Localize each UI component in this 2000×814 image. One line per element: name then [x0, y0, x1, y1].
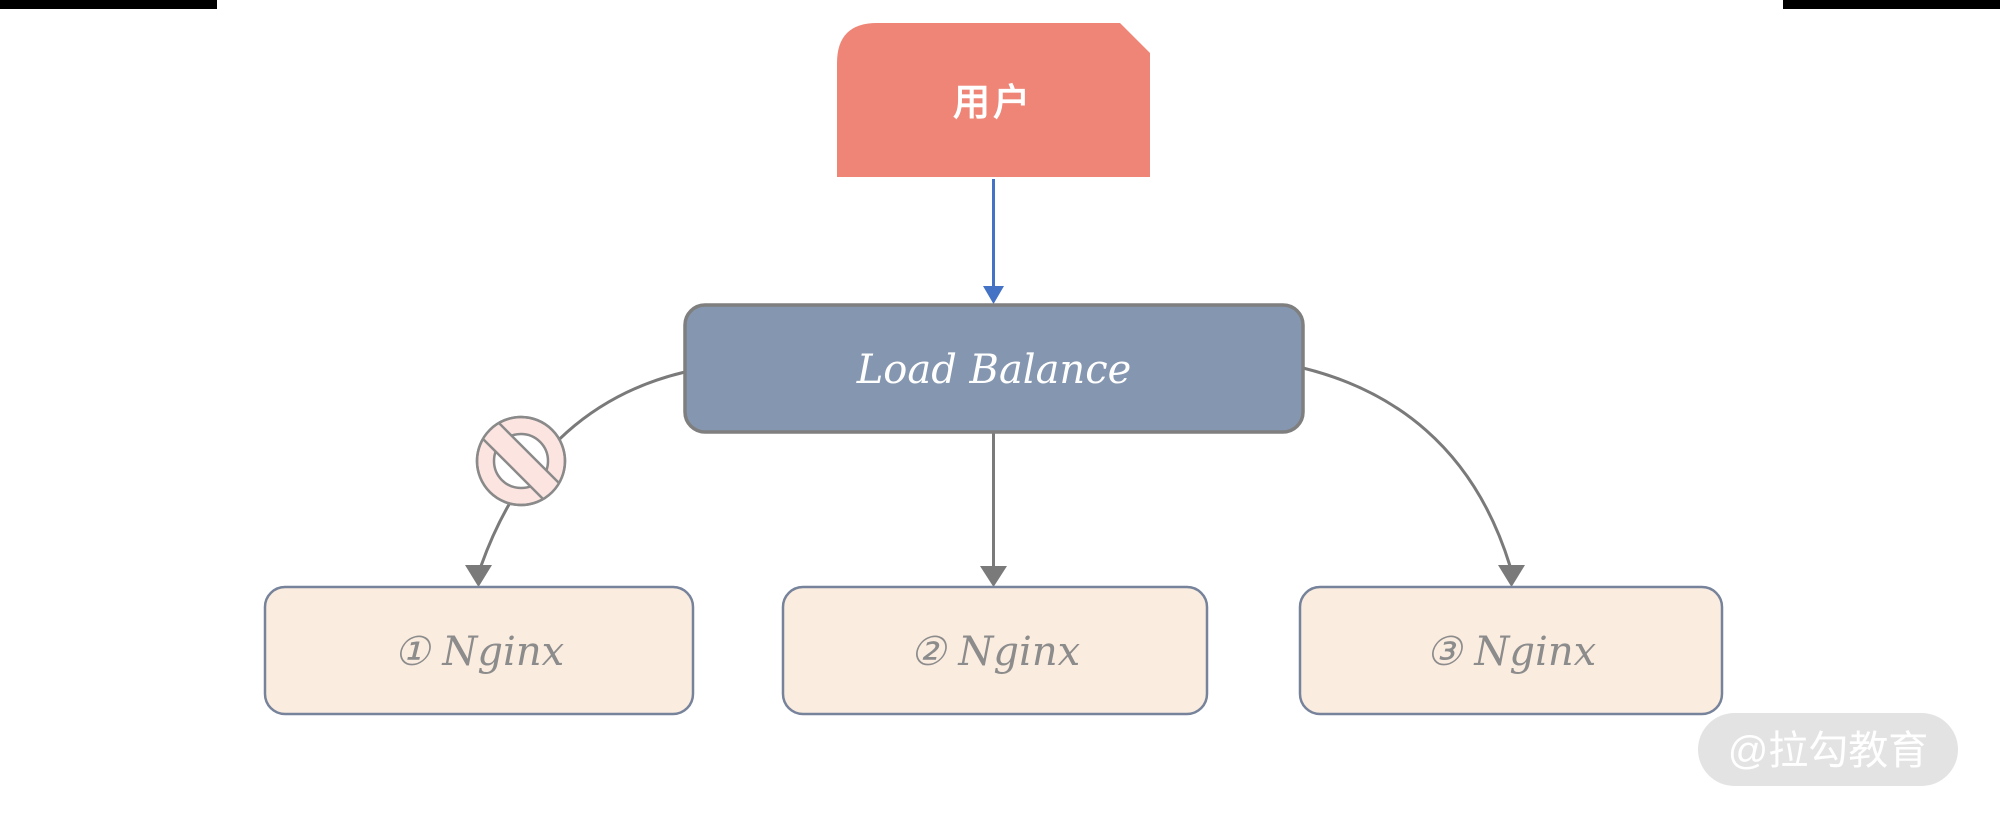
top-left-bar — [0, 0, 217, 9]
node-load-balance: Load Balance — [683, 303, 1305, 434]
prohibition-slash — [480, 420, 562, 502]
edge-curve — [1302, 366, 1512, 567]
nginx3-node-label: ③ Nginx — [1426, 629, 1596, 675]
nginx3-node-shape — [1298, 585, 1724, 716]
edge-user-to-loadbalance — [983, 179, 1004, 304]
watermark: @拉勾教育 — [1698, 713, 1958, 786]
arrowhead-icon — [1498, 565, 1525, 587]
user-node-shape — [837, 23, 1150, 177]
arrowhead-icon — [465, 565, 492, 587]
node-user: 用户 — [837, 23, 1150, 177]
edge-curve — [479, 370, 686, 567]
node-nginx1: ① Nginx — [263, 585, 695, 716]
nginx2-node-label: ② Nginx — [910, 629, 1080, 675]
prohibition-outer-ring — [475, 415, 567, 507]
node-nginx3: ③ Nginx — [1298, 585, 1724, 716]
arrowhead-icon — [980, 566, 1007, 587]
load-balance-node-shape — [683, 303, 1305, 434]
edge-loadbalance-to-nginx1 — [465, 370, 686, 587]
nginx1-node-label: ① Nginx — [394, 629, 564, 675]
top-right-bar — [1783, 0, 2000, 9]
edge-loadbalance-to-nginx3 — [1302, 366, 1525, 587]
edge-loadbalance-to-nginx2 — [980, 433, 1007, 587]
load-balance-node-label: Load Balance — [856, 347, 1132, 393]
prohibition-slash-fill — [482, 422, 560, 500]
nginx2-node-shape — [781, 585, 1209, 716]
nginx1-node-shape — [263, 585, 695, 716]
prohibition-icon — [475, 415, 567, 507]
arrowhead-icon — [983, 286, 1004, 304]
watermark-label: @拉勾教育 — [1728, 729, 1929, 773]
user-node-label: 用户 — [953, 80, 1033, 124]
watermark-pill — [1698, 713, 1958, 786]
node-nginx2: ② Nginx — [781, 585, 1209, 716]
